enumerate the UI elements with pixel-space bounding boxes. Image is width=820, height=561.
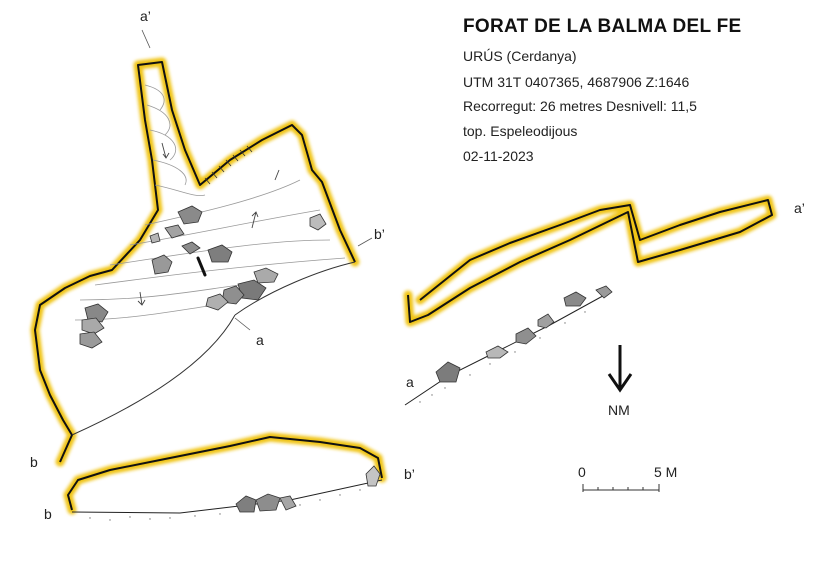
profile-rocks bbox=[435, 285, 613, 383]
profile-wall bbox=[407, 199, 773, 323]
plan-slope-arrow bbox=[274, 169, 280, 181]
plan-contours bbox=[74, 84, 346, 321]
plan-wall-highlight bbox=[30, 57, 360, 467]
section-floor bbox=[71, 479, 383, 514]
section-marker-b-prime bbox=[357, 237, 373, 247]
plan-label-b: b bbox=[30, 454, 38, 470]
plan-label-b-prime: b’ bbox=[374, 226, 385, 242]
cross-section-view bbox=[63, 432, 387, 521]
section-label-b: b bbox=[44, 506, 52, 522]
survey-title: FORAT DE LA BALMA DEL FE bbox=[463, 16, 742, 37]
plan-wall bbox=[34, 61, 356, 463]
location-text: URÚS (Cerdanya) bbox=[463, 48, 577, 64]
north-label: NM bbox=[608, 402, 630, 418]
scale-max-label: 5 M bbox=[654, 464, 678, 480]
plan-label-a-prime: a’ bbox=[140, 8, 151, 24]
survey-date-text: 02-11-2023 bbox=[463, 148, 534, 164]
section-floor-dots bbox=[89, 489, 361, 521]
plan-slope-line bbox=[234, 261, 356, 316]
plan-slope-line bbox=[71, 314, 236, 436]
plan-label-a: a bbox=[256, 332, 264, 348]
profile-label-a-prime: a’ bbox=[794, 200, 805, 216]
plan-slope-arrow bbox=[161, 142, 170, 159]
scale-min-label: 0 bbox=[578, 464, 586, 480]
profile-wall-highlight bbox=[403, 195, 777, 327]
section-wall bbox=[67, 436, 383, 511]
plan-slope-arrow bbox=[251, 211, 259, 229]
survey-team-text: top. Espeleodijous bbox=[463, 123, 578, 139]
route-text: Recorregut: 26 metres Desnivell: 11,5 bbox=[463, 98, 697, 114]
profile-view bbox=[403, 195, 777, 406]
section-rocks bbox=[235, 465, 381, 513]
scale-bar bbox=[582, 484, 660, 492]
profile-label-a: a bbox=[406, 374, 414, 390]
plan-view bbox=[30, 29, 373, 467]
plan-rocks bbox=[79, 205, 327, 349]
utm-text: UTM 31T 0407365, 4687906 Z:1646 bbox=[463, 74, 690, 90]
profile-floor-dots bbox=[419, 311, 586, 403]
section-marker-a bbox=[234, 317, 251, 331]
plan-slope-arrow bbox=[137, 291, 146, 306]
plan-hatching bbox=[204, 145, 253, 185]
section-label-b-prime: b’ bbox=[404, 466, 415, 482]
north-arrow-icon bbox=[607, 345, 633, 393]
section-marker-a-prime bbox=[141, 29, 151, 49]
plan-step-mark bbox=[196, 256, 207, 277]
